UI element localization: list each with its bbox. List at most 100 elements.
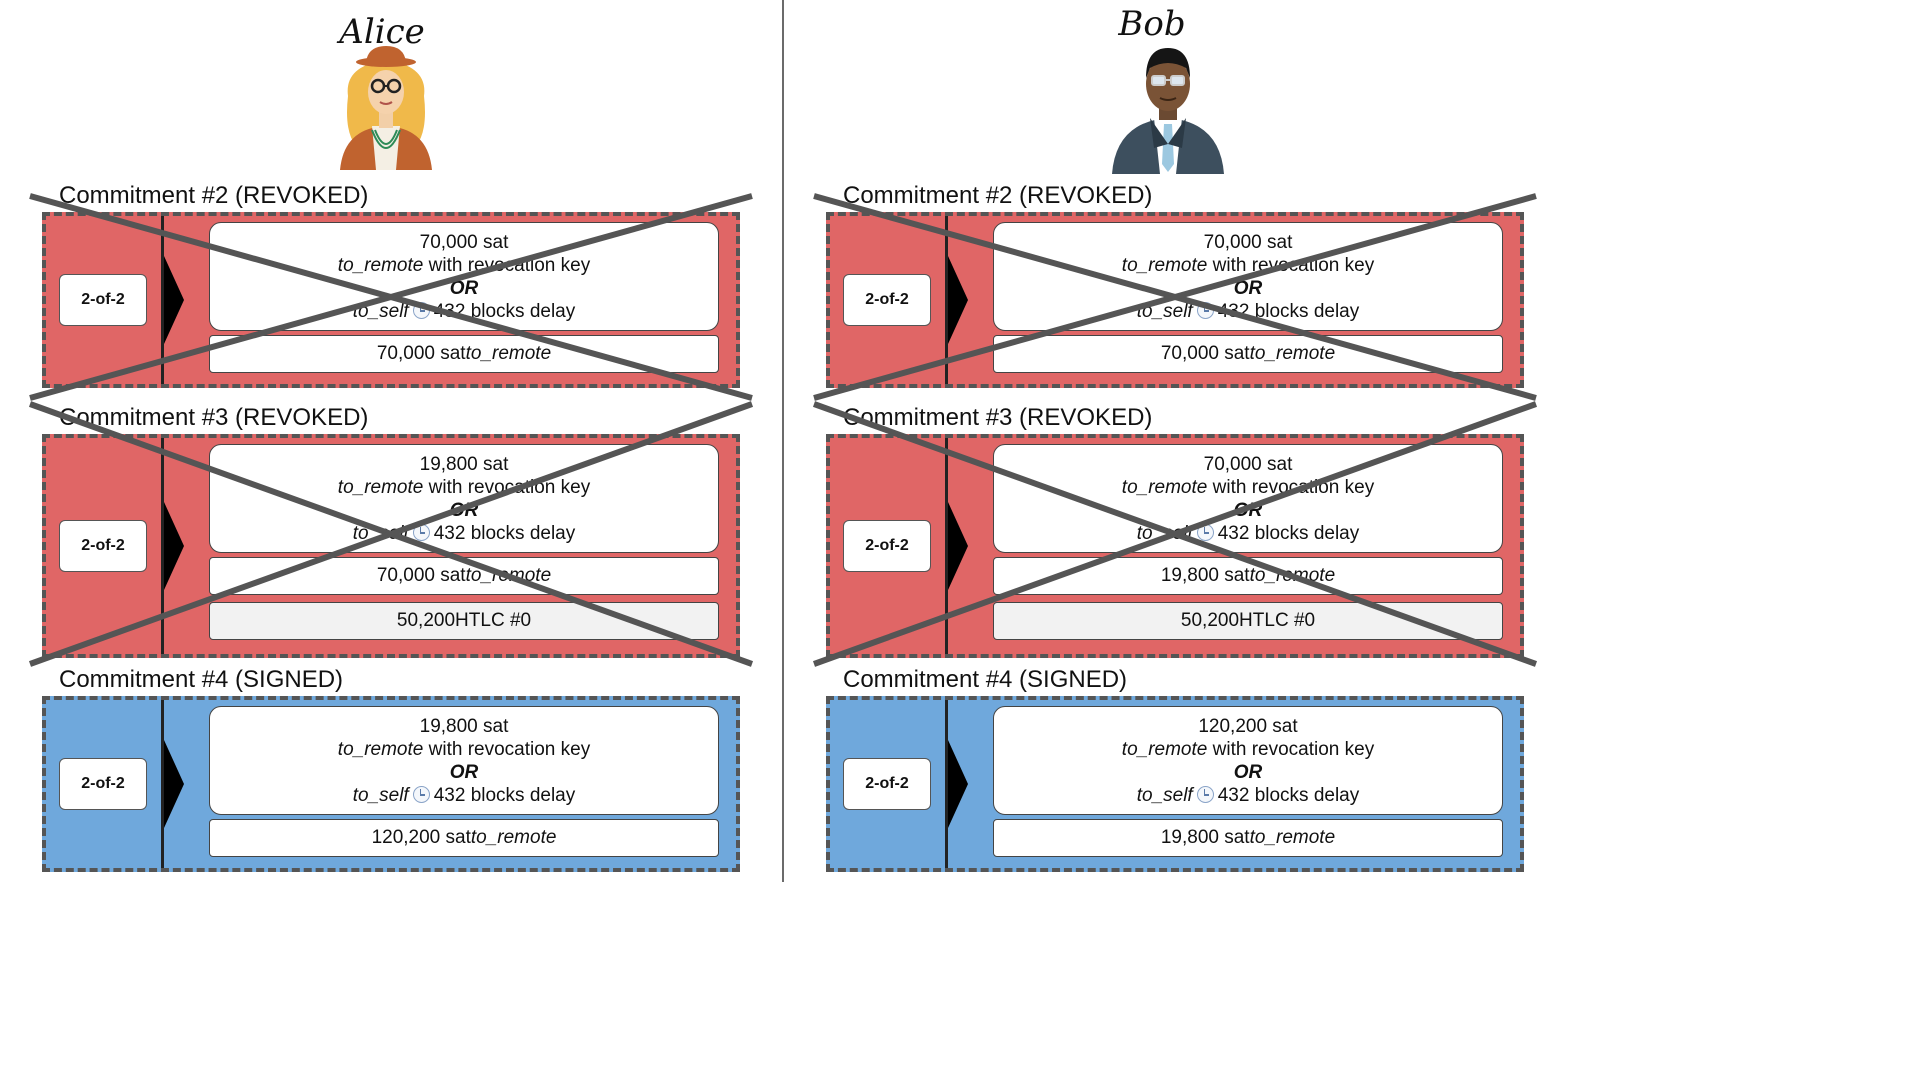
to-remote-label: to_remote (1121, 739, 1208, 760)
or-label: OR (449, 500, 479, 521)
output-amount: 19,800 sat (419, 716, 509, 737)
row-amount: 70,000 sat (376, 565, 466, 586)
panel-divider (782, 0, 784, 882)
to-remote-label: to_remote (1121, 255, 1208, 276)
delay-text: 432 blocks delay (1217, 523, 1360, 544)
or-label: OR (1233, 762, 1263, 783)
to-remote-output: 70,000 sat to_remote (209, 335, 719, 373)
alice-avatar (340, 46, 432, 170)
clock-icon (412, 302, 430, 319)
arrow-icon (164, 740, 184, 828)
row-amount: 70,000 sat (376, 343, 466, 364)
arrow-icon (164, 256, 184, 344)
clock-icon (412, 524, 430, 541)
row-amount: 120,200 sat (371, 827, 471, 848)
arrow-icon (948, 256, 968, 344)
to-remote-label: to_remote (337, 255, 424, 276)
to-self-label: to_self (1136, 785, 1193, 806)
row-amount: 70,000 sat (1160, 343, 1250, 364)
row-label: to_remote (465, 565, 552, 586)
htlc-output: 50,200 HTLC #0 (993, 602, 1503, 640)
delay-text: 432 blocks delay (433, 785, 576, 806)
clock-icon (1196, 786, 1214, 803)
input-divider (945, 700, 948, 868)
arrow-icon (164, 502, 184, 590)
delay-text: 432 blocks delay (433, 523, 576, 544)
clock-icon (412, 786, 430, 803)
multisig-input: 2-of-2 (59, 758, 147, 810)
multisig-input: 2-of-2 (59, 520, 147, 572)
to-remote-label: to_remote (337, 739, 424, 760)
output-amount: 120,200 sat (1198, 716, 1298, 737)
row-label: to_remote (465, 343, 552, 364)
revocation-text: with revocation key (1212, 477, 1375, 498)
multisig-input: 2-of-2 (843, 520, 931, 572)
bob-avatar (1112, 48, 1224, 174)
bob-name: Bob (1118, 4, 1186, 44)
or-label: OR (1233, 500, 1263, 521)
commitment-title: Commitment #3 (REVOKED) (843, 404, 1153, 431)
to-remote-output: 70,000 sat to_remote (993, 335, 1503, 373)
or-label: OR (1233, 278, 1263, 299)
row-label: to_remote (1249, 565, 1336, 586)
output-amount: 70,000 sat (419, 232, 509, 253)
revocation-text: with revocation key (428, 255, 591, 276)
arrow-icon (948, 502, 968, 590)
clock-icon (1196, 524, 1214, 541)
multisig-input: 2-of-2 (843, 758, 931, 810)
bob-panel: Bob Commitment #2 (REVOKED) 2-of-2 70,000 … (784, 0, 1566, 882)
commitment-title: Commitment #3 (REVOKED) (59, 404, 369, 431)
revocation-text: with revocation key (1212, 255, 1375, 276)
commitment-title: Commitment #4 (SIGNED) (59, 666, 344, 693)
to-self-label: to_self (352, 523, 409, 544)
to-remote-output: 120,200 sat to_remote (209, 819, 719, 857)
to-remote-output: 70,000 sat to_remote (209, 557, 719, 595)
commitment-title: Commitment #2 (REVOKED) (843, 182, 1153, 209)
row-label: HTLC #0 (1239, 610, 1316, 631)
row-amount: 50,200 (396, 610, 456, 631)
to-remote-output: 19,800 sat to_remote (993, 819, 1503, 857)
commitment-title: Commitment #4 (SIGNED) (843, 666, 1128, 693)
row-amount: 19,800 sat (1160, 827, 1250, 848)
row-amount: 19,800 sat (1160, 565, 1250, 586)
to-remote-output: 19,800 sat to_remote (993, 557, 1503, 595)
to-remote-label: to_remote (337, 477, 424, 498)
htlc-output: 50,200 HTLC #0 (209, 602, 719, 640)
row-label: to_remote (1249, 343, 1336, 364)
input-divider (161, 700, 164, 868)
commitment-title: Commitment #2 (REVOKED) (59, 182, 369, 209)
multisig-input: 2-of-2 (843, 274, 931, 326)
to-self-label: to_self (1136, 301, 1193, 322)
to-self-label: to_self (352, 301, 409, 322)
arrow-icon (948, 740, 968, 828)
row-amount: 50,200 (1180, 610, 1240, 631)
delay-text: 432 blocks delay (433, 301, 576, 322)
row-label: to_remote (1249, 827, 1336, 848)
revocation-text: with revocation key (428, 739, 591, 760)
delay-text: 432 blocks delay (1217, 785, 1360, 806)
to-self-label: to_self (1136, 523, 1193, 544)
or-label: OR (449, 278, 479, 299)
output-amount: 70,000 sat (1203, 232, 1293, 253)
multisig-input: 2-of-2 (59, 274, 147, 326)
clock-icon (1196, 302, 1214, 319)
or-label: OR (449, 762, 479, 783)
row-label: HTLC #0 (455, 610, 532, 631)
revocation-text: with revocation key (1212, 739, 1375, 760)
to-remote-label: to_remote (1121, 477, 1208, 498)
revocation-text: with revocation key (428, 477, 591, 498)
delay-text: 432 blocks delay (1217, 301, 1360, 322)
